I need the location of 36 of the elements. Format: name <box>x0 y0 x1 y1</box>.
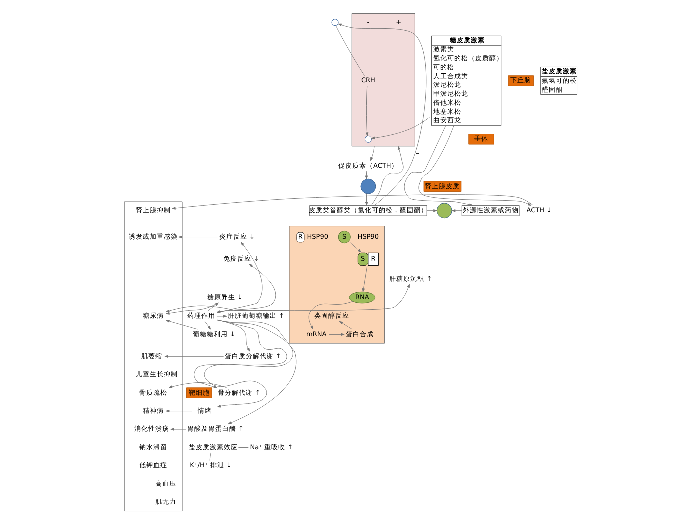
arrow <box>366 86 369 136</box>
arrow <box>164 355 224 358</box>
cluster <box>352 14 416 147</box>
arrow <box>348 241 362 253</box>
arrow <box>370 146 375 162</box>
arrow <box>178 236 218 239</box>
arrow <box>404 126 474 206</box>
connector <box>210 452 212 461</box>
arrow <box>172 194 534 210</box>
node-circle <box>332 19 339 26</box>
arrow <box>170 428 187 431</box>
arrow <box>365 194 368 206</box>
arrow <box>204 321 212 330</box>
arrow <box>204 320 294 408</box>
arrow <box>371 146 404 206</box>
arrow <box>362 266 368 292</box>
cluster <box>289 226 386 344</box>
arrow <box>166 320 198 330</box>
node-circle <box>364 136 372 143</box>
arrow <box>426 210 438 212</box>
arrow <box>339 321 353 330</box>
arrow <box>217 315 228 318</box>
arrow <box>168 382 228 388</box>
node-circle <box>360 178 376 194</box>
arrow <box>308 301 354 330</box>
arrow <box>216 320 297 425</box>
arrow <box>418 126 532 206</box>
node-circle <box>436 203 452 219</box>
arrow <box>166 410 192 413</box>
connector <box>336 26 365 76</box>
arrow <box>452 210 462 212</box>
arrow <box>338 24 427 206</box>
arrow <box>194 320 288 388</box>
arrow <box>365 171 368 180</box>
arrow <box>329 333 345 336</box>
arrow <box>371 117 430 140</box>
